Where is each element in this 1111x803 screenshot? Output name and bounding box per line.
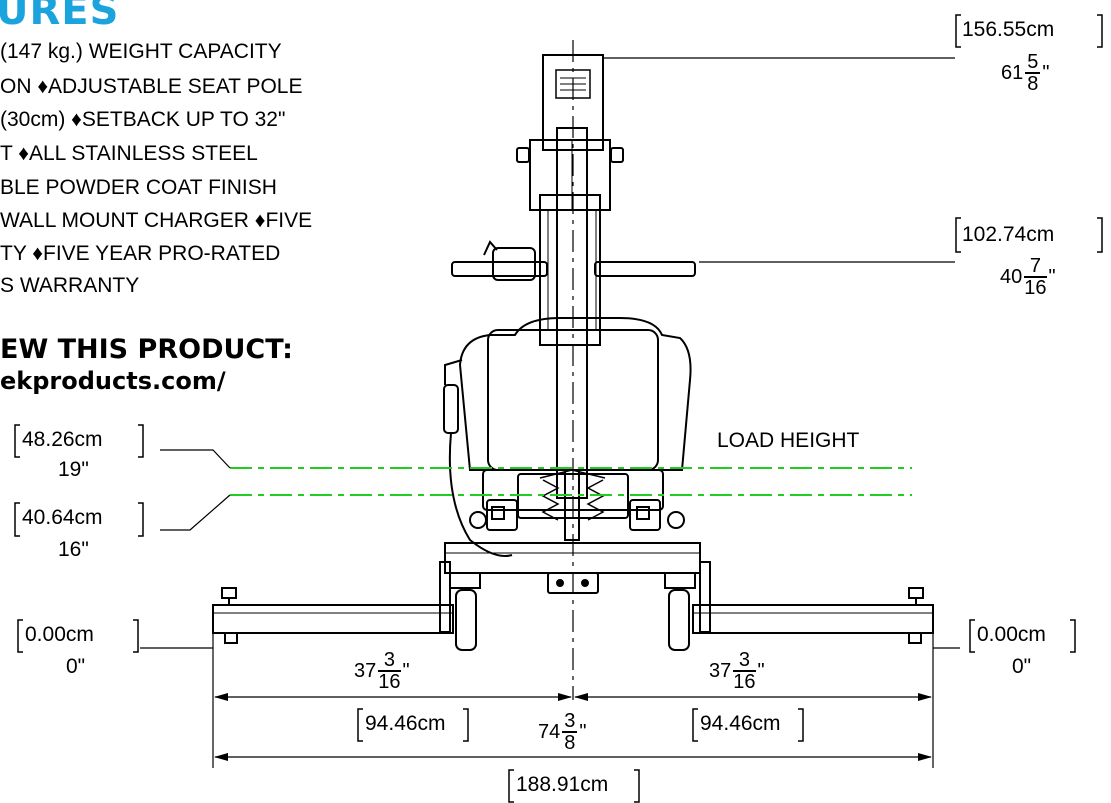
view-product-heading: EW THIS PRODUCT: <box>0 334 293 365</box>
product-url-link[interactable]: ekproducts.com/ <box>0 367 226 395</box>
leader-lines <box>140 57 960 649</box>
half-width-right-cm: 94.46cm <box>700 712 781 735</box>
total-width-cm: 188.91cm <box>516 773 609 796</box>
feature-line: S WARRANTY <box>0 274 140 297</box>
extension-lines <box>212 633 934 768</box>
feature-line: ON ♦ADJUSTABLE SEAT POLE <box>0 75 303 98</box>
half-width-left-cm: 94.46cm <box>365 712 446 735</box>
feature-line: BLE POWDER COAT FINISH <box>0 176 277 199</box>
load-high-inches: 19" <box>58 458 89 481</box>
feature-line: (147 kg.) WEIGHT CAPACITY <box>0 40 282 63</box>
load-high-cm: 48.26cm <box>22 428 103 451</box>
feature-line: T ♦ALL STAINLESS STEEL <box>0 142 258 165</box>
base-left-inches: 0" <box>66 655 86 678</box>
load-low-cm: 40.64cm <box>22 506 103 529</box>
base-left-cm: 0.00cm <box>25 623 94 646</box>
handle-height-cm: 102.74cm <box>962 223 1055 246</box>
base-right-inches: 0" <box>1012 655 1032 678</box>
top-height-cm: 156.55cm <box>962 18 1055 41</box>
load-height-label: LOAD HEIGHT <box>717 429 860 452</box>
feature-line: WALL MOUNT CHARGER ♦FIVE <box>0 209 313 232</box>
features-heading: URES <box>0 0 120 34</box>
cm-brackets <box>14 14 1103 803</box>
feature-line: (30cm) ♦SETBACK UP TO 32" <box>0 108 286 131</box>
load-low-inches: 16" <box>58 538 89 561</box>
dimension-lines <box>214 693 932 761</box>
feature-line: TY ♦FIVE YEAR PRO-RATED <box>0 242 281 265</box>
base-right-cm: 0.00cm <box>977 623 1046 646</box>
